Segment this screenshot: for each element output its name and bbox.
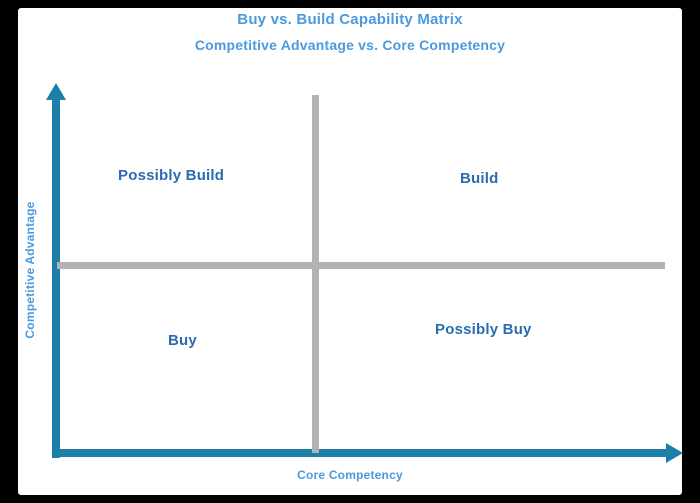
quadrant-divider-horizontal bbox=[57, 262, 665, 269]
quadrant-label-possibly-buy: Possibly Buy bbox=[435, 321, 532, 338]
quadrant-label-build: Build bbox=[460, 170, 499, 187]
quadrant-label-buy: Buy bbox=[168, 332, 197, 349]
arrow-up-icon bbox=[46, 83, 66, 100]
x-axis-line bbox=[52, 449, 670, 457]
y-axis-label: Competitive Advantage bbox=[23, 201, 37, 339]
x-axis-label: Core Competency bbox=[297, 468, 403, 482]
quadrant-label-possibly-build: Possibly Build bbox=[118, 167, 225, 184]
arrow-right-icon bbox=[666, 443, 683, 463]
plot-area-background bbox=[18, 8, 682, 495]
quadrant-divider-vertical bbox=[312, 95, 319, 453]
y-axis-line bbox=[52, 96, 60, 458]
